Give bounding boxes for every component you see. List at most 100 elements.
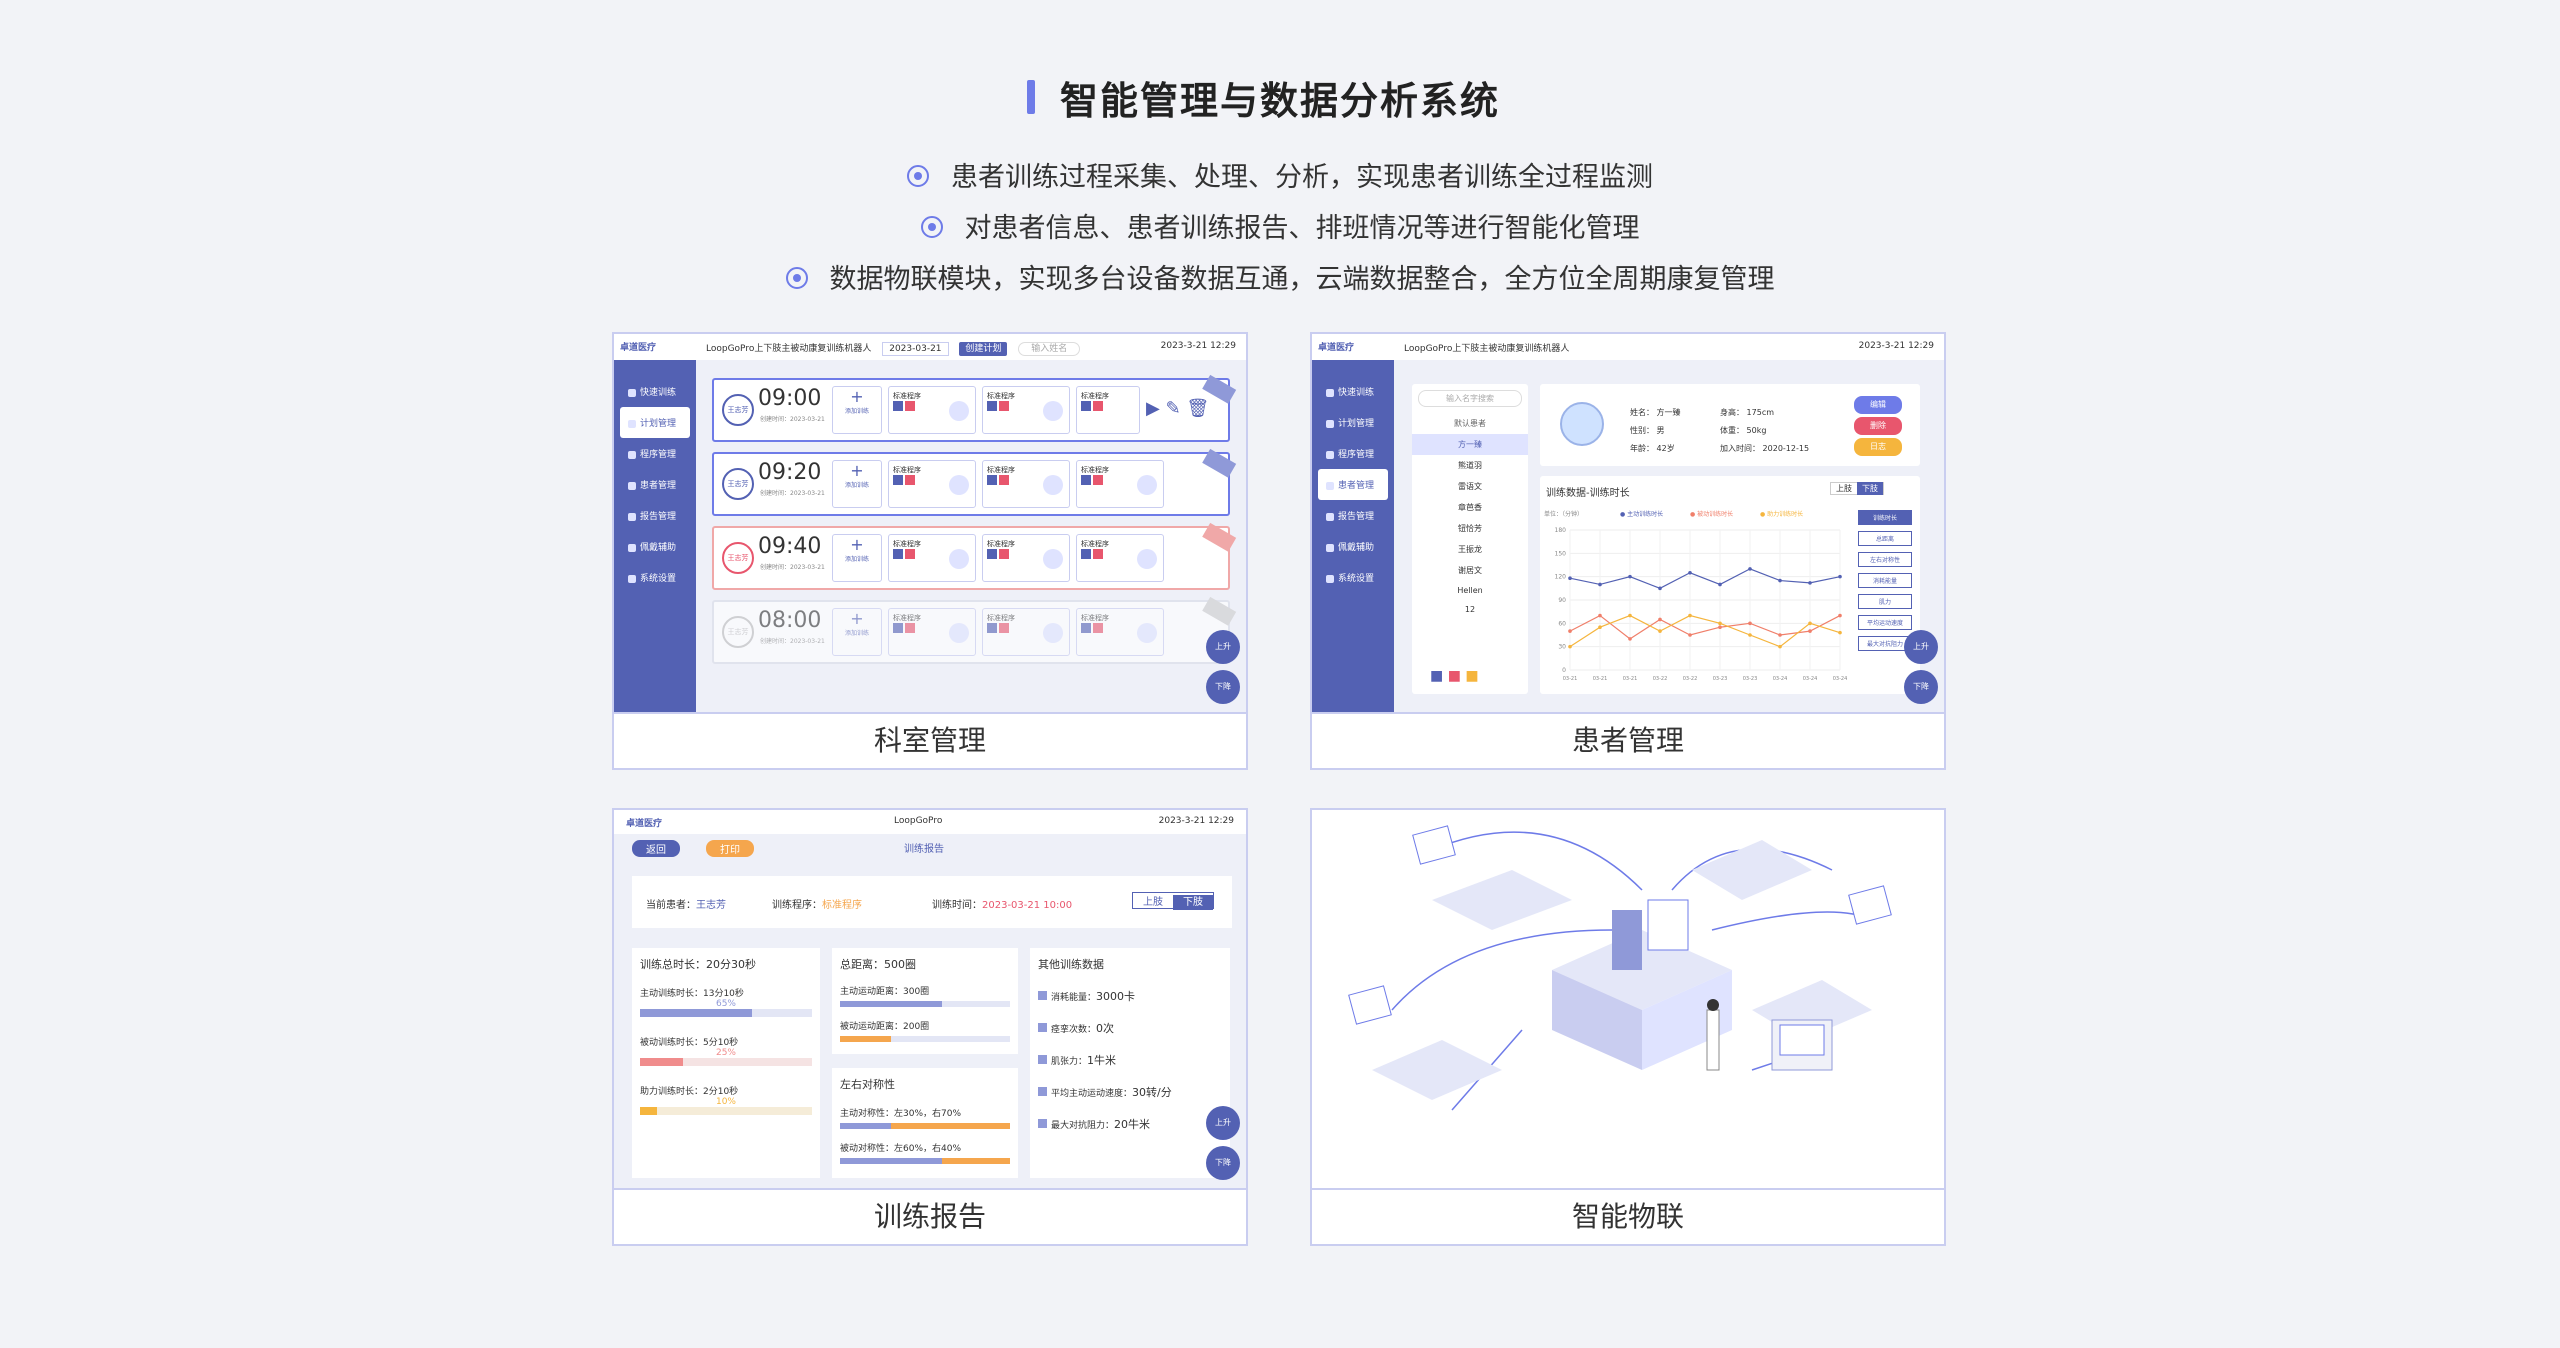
program-card[interactable]: 标准程序 [1076, 460, 1164, 508]
add-training-button[interactable]: +添加训练 [832, 386, 882, 434]
back-button[interactable]: 返回 [632, 840, 680, 857]
list-item[interactable]: 默认患者 [1454, 419, 1486, 428]
sidebar-item-active[interactable]: 计划管理 [620, 407, 690, 438]
program-icon [949, 475, 969, 495]
topbar: LoopGoPro上下肢主被动康复训练机器人 2023-03-21 创建计划 输… [696, 334, 1246, 360]
metric-button[interactable]: 左右对称性 [1858, 552, 1912, 567]
bullet-dot-icon [920, 215, 943, 238]
delete-button[interactable]: 删除 [1854, 417, 1902, 435]
data-point [1688, 633, 1692, 637]
list-item[interactable]: 钮恰芳 [1458, 524, 1482, 533]
program-icon [949, 401, 969, 421]
data-point [1658, 586, 1662, 591]
brand-logo: 卓道医疗 [1312, 334, 1394, 360]
program-card[interactable]: 标准程序 [1076, 386, 1140, 434]
program-card[interactable]: 标准程序 [982, 460, 1070, 508]
program-field: 训练程序：标准程序 [772, 900, 862, 911]
sidebar-item[interactable]: 系统设置 [1312, 562, 1394, 593]
log-button[interactable]: 日志 [1854, 438, 1902, 456]
search-input[interactable]: 输入姓名 [1018, 342, 1081, 356]
play-icon[interactable]: ▶ ✎ 🗑 [1146, 398, 1210, 419]
plan-meta: 创建时间：2023-03-21 [760, 490, 825, 497]
program-card[interactable]: 标准程序 [888, 534, 976, 582]
program-card[interactable]: 标准程序 [888, 608, 976, 656]
create-plan-button[interactable]: 创建计划 [959, 342, 1008, 356]
sidebar-item[interactable]: 佩戴辅助 [1312, 531, 1394, 562]
plan-row[interactable]: 王志芳 08:00 创建时间：2023-03-21 +添加训练 标准程序 标准程… [712, 596, 1237, 664]
list-item[interactable]: 谢居文 [1458, 566, 1482, 575]
add-training-button[interactable]: +添加训练 [832, 460, 882, 508]
list-item[interactable]: 熊道羽 [1458, 461, 1482, 470]
program-card[interactable]: 标准程序 [982, 534, 1070, 582]
topbar: 卓道医疗 LoopGoPro 2023-3-21 12:29 [614, 810, 1246, 834]
time-field: 训练时间：2023-03-21 10:00 [932, 900, 1073, 911]
series-line [1569, 568, 1841, 589]
limb-toggle[interactable]: 上肢下肢 [1132, 892, 1214, 910]
print-button[interactable]: 打印 [706, 840, 754, 857]
list-action-icons[interactable]: ■ ■ ■ [1430, 668, 1479, 684]
other-data-item: 平均主动运动速度：30转/分 [1038, 1084, 1222, 1100]
scroll-down-button[interactable]: 下降 [1206, 1146, 1240, 1180]
sidebar-item[interactable]: 计划管理 [1312, 407, 1394, 438]
data-point [1688, 613, 1692, 618]
sidebar-item[interactable]: 报告管理 [1312, 500, 1394, 531]
y-tick-label: 0 [1562, 667, 1566, 674]
metric-button[interactable]: 消耗能量 [1858, 573, 1912, 588]
plan-row[interactable]: 王志芳 09:40 创建时间：2023-03-21 +添加训练 标准程序 标准程… [712, 522, 1237, 590]
y-tick-label: 30 [1558, 644, 1566, 651]
sidebar-item[interactable]: 程序管理 [614, 438, 696, 469]
list-item[interactable]: Hellen [1457, 586, 1483, 595]
add-training-button[interactable]: +添加训练 [832, 534, 882, 582]
sidebar-item-active[interactable]: 患者管理 [1318, 469, 1388, 500]
list-item[interactable]: 王振龙 [1458, 545, 1482, 554]
sidebar-item[interactable]: 程序管理 [1312, 438, 1394, 469]
list-item[interactable]: 章芭香 [1458, 503, 1482, 512]
patient-avatar: 王志芳 [722, 468, 754, 500]
scroll-down-button[interactable]: 下降 [1904, 670, 1938, 704]
data-point [1718, 582, 1722, 587]
program-card[interactable]: 标准程序 [982, 386, 1070, 434]
program-icon [1137, 623, 1157, 643]
plan-row[interactable]: 王志芳 09:00 创建时间：2023-03-21 +添加训练 标准程序 标准程… [712, 374, 1237, 442]
list-item[interactable]: 12 [1464, 605, 1476, 614]
scroll-up-button[interactable]: 上升 [1904, 630, 1938, 664]
sidebar-item[interactable]: 快速训练 [1312, 376, 1394, 407]
program-card[interactable]: 标准程序 [888, 386, 976, 434]
program-card[interactable]: 标准程序 [1076, 534, 1164, 582]
brand-logo: 卓道医疗 [626, 819, 663, 829]
sidebar-item[interactable]: 快速训练 [614, 376, 696, 407]
data-point [1658, 629, 1662, 633]
metric-button[interactable]: 训练时长 [1858, 510, 1912, 525]
y-axis-label: 单位：（分钟） [1544, 510, 1583, 518]
sidebar-item[interactable]: 佩戴辅助 [614, 531, 696, 562]
sidebar-item[interactable]: 系统设置 [614, 562, 696, 593]
search-input[interactable]: 输入名字搜索 [1418, 390, 1522, 407]
program-card[interactable]: 标准程序 [888, 460, 976, 508]
add-training-button[interactable]: +添加训练 [832, 608, 882, 656]
legend-entry: ● 助力训练时长 [1760, 510, 1803, 518]
sidebar-item[interactable]: 患者管理 [614, 469, 696, 500]
chart-title: 训练数据-训练时长 [1546, 488, 1630, 499]
edit-button[interactable]: 编辑 [1854, 396, 1902, 414]
device-name: LoopGoPro上下肢主被动康复训练机器人 [1404, 344, 1570, 354]
list-item[interactable]: 方一臻 [1412, 434, 1528, 455]
scroll-up-button[interactable]: 上升 [1206, 630, 1240, 664]
data-point [1748, 567, 1752, 571]
program-card[interactable]: 标准程序 [1076, 608, 1164, 656]
panel-caption: 患者管理 [1312, 712, 1944, 768]
sidebar-item[interactable]: 报告管理 [614, 500, 696, 531]
info-col-2: 身高： 175cm 体重： 50kg 加入时间： 2020-12-15 [1720, 408, 1810, 453]
scroll-down-button[interactable]: 下降 [1206, 670, 1240, 704]
limb-toggle[interactable]: 上肢下肢 [1830, 482, 1884, 495]
metric-button[interactable]: 肌力 [1858, 594, 1912, 609]
metric-button[interactable]: 平均运动速度 [1858, 615, 1912, 630]
plan-row[interactable]: 王志芳 09:20 创建时间：2023-03-21 +添加训练 标准程序 标准程… [712, 448, 1237, 516]
scroll-up-button[interactable]: 上升 [1206, 1106, 1240, 1140]
distance-card: 总距离：500圈 主动运动距离：300圈 被动运动距离：200圈 [832, 948, 1018, 1054]
data-point [1658, 617, 1662, 622]
metric-button[interactable]: 总距离 [1858, 531, 1912, 546]
legend-entry: ● 被动训练时长 [1690, 510, 1733, 518]
list-item[interactable]: 雷语文 [1458, 482, 1482, 491]
date-select[interactable]: 2023-03-21 [882, 342, 949, 356]
program-card[interactable]: 标准程序 [982, 608, 1070, 656]
